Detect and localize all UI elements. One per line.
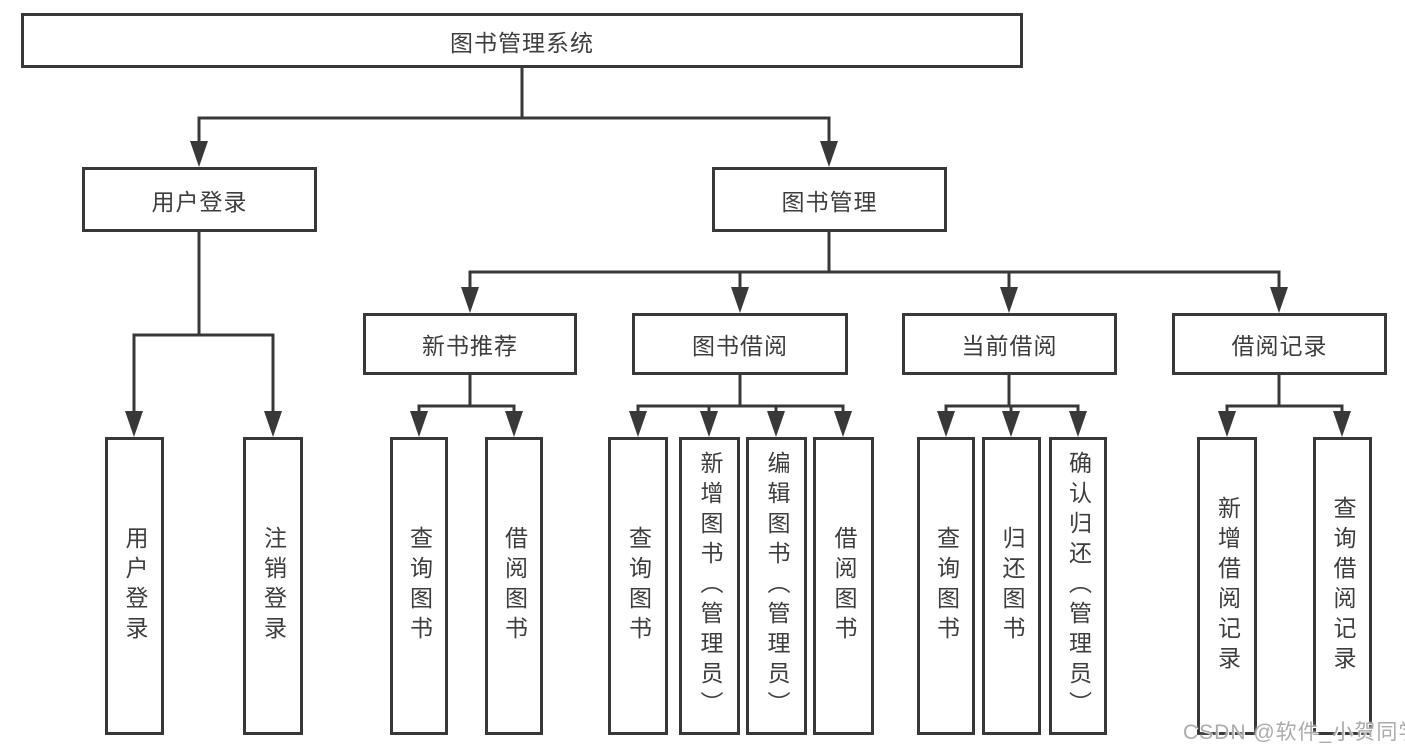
leaf-borrowing-query-books-label: 查询图书 (625, 526, 652, 646)
leaf-borrowing-query-books: 查询图书 (608, 437, 668, 735)
leaf-borrowing-borrow-books-label: 借阅图书 (831, 526, 857, 646)
node-borrowing-records-label: 借阅记录 (1231, 333, 1328, 359)
connector-book-borrow-children (636, 375, 845, 415)
node-library-system: 图书管理系统 (21, 13, 1023, 68)
node-user-login-label: 用户登录 (151, 188, 248, 215)
leaf-current-query-books: 查询图书 (917, 437, 975, 735)
leaf-current-confirm-return-admin: 确认归还（管理员） (1049, 437, 1107, 735)
node-book-management: 图书管理 (712, 167, 947, 232)
connector-user-login-children (132, 232, 275, 415)
node-current-borrowing: 当前借阅 (902, 313, 1117, 375)
node-new-book-recommendation: 新书推荐 (363, 313, 577, 375)
leaf-logout-login-label: 注销登录 (260, 526, 287, 646)
leaf-borrowing-add-books-admin-label: 新增图书（管理员） (697, 451, 723, 721)
leaf-current-return-books-label: 归还图书 (999, 526, 1025, 646)
watermark: CSDN @软件_小贺同学 (1183, 721, 1405, 744)
leaf-recommend-borrow-books: 借阅图书 (485, 437, 543, 735)
node-book-borrowing: 图书借阅 (632, 313, 848, 375)
leaf-records-add-record-label: 新增借阅记录 (1214, 496, 1241, 676)
leaf-user-login-label: 用户登录 (122, 526, 148, 646)
node-borrowing-records: 借阅记录 (1172, 313, 1387, 375)
leaf-current-query-books-label: 查询图书 (933, 526, 960, 646)
leaf-current-confirm-return-admin-label: 确认归还（管理员） (1065, 451, 1092, 721)
connector-current-borrow-children (944, 375, 1080, 415)
leaf-current-return-books: 归还图书 (982, 437, 1041, 735)
connector-new-book-children (417, 375, 516, 415)
node-library-system-label: 图书管理系统 (450, 29, 594, 56)
leaf-recommend-query-books: 查询图书 (390, 437, 448, 735)
leaf-borrowing-edit-books-admin: 编辑图书（管理员） (746, 437, 807, 735)
leaf-records-add-record: 新增借阅记录 (1197, 437, 1257, 735)
leaf-recommend-borrow-books-label: 借阅图书 (501, 526, 528, 646)
connector-root-to-level2 (197, 68, 831, 145)
node-user-login: 用户登录 (82, 167, 317, 232)
leaf-records-query-record: 查询借阅记录 (1313, 437, 1372, 735)
node-new-book-recommendation-label: 新书推荐 (422, 333, 518, 359)
connector-book-management-children (468, 232, 1281, 291)
node-book-management-label: 图书管理 (781, 188, 878, 215)
leaf-records-query-record-label: 查询借阅记录 (1330, 496, 1356, 676)
leaf-user-login: 用户登录 (105, 437, 164, 735)
node-current-borrowing-label: 当前借阅 (961, 333, 1058, 359)
connector-borrow-records-children (1225, 375, 1344, 415)
leaf-borrowing-borrow-books: 借阅图书 (813, 437, 874, 735)
node-book-borrowing-label: 图书借阅 (692, 333, 788, 359)
leaf-borrowing-add-books-admin: 新增图书（管理员） (679, 437, 740, 735)
leaf-logout-login: 注销登录 (243, 437, 303, 735)
leaf-borrowing-edit-books-admin-label: 编辑图书（管理员） (764, 451, 790, 721)
leaf-recommend-query-books-label: 查询图书 (406, 526, 433, 646)
arrowheads (125, 141, 1351, 437)
